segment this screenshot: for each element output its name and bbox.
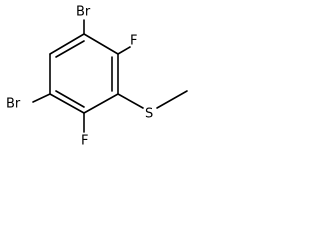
ring-bond-6: [49, 33, 85, 55]
molecule-canvas: Br F S F Br: [0, 0, 192, 178]
ring-bond-4: [49, 93, 85, 114]
br-top-label: Br: [76, 5, 91, 20]
f-bottom-label: F: [81, 134, 88, 149]
double-bond-bottom-left: [55, 90, 85, 108]
structure-diagram: Br F S F Br: [6, 5, 188, 149]
f-top-label: F: [130, 34, 137, 49]
br-bottom-label: Br: [6, 97, 21, 112]
methyl-bond: [156, 90, 188, 109]
s-bond: [117, 93, 144, 109]
br-bottom-bond: [32, 93, 51, 103]
f-top-bond: [117, 46, 131, 55]
s-label: S: [145, 107, 153, 122]
ring-bond-1: [83, 33, 119, 55]
double-bond-top-left: [55, 40, 85, 58]
ring-bond-3: [83, 93, 119, 114]
